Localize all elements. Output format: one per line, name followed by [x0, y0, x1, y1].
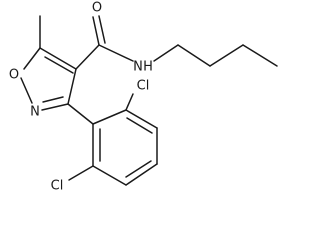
bond-c1-c2	[177, 44, 211, 67]
atom-chlorine-top: Cl	[137, 79, 150, 94]
bond-c3-n	[41, 103, 69, 111]
atom-chlorine-bottom: Cl	[51, 179, 64, 194]
bond-ph6-cl	[68, 165, 94, 181]
bond-n-o	[20, 77, 33, 104]
bond-c3-c4	[242, 44, 278, 67]
bond-n-c1	[153, 44, 179, 62]
bond-ph4-ph5-inner	[125, 160, 152, 178]
atom-nitrogen-amide: N	[133, 60, 143, 75]
atom-hydrogen-amide: H	[143, 60, 153, 75]
atom-labels: O N O N H Cl Cl	[9, 1, 153, 194]
bond-c4-carbonyl	[75, 44, 100, 70]
bond-ph2-cl	[125, 93, 134, 111]
bond-ph4-ph5	[125, 163, 158, 186]
bond-ph2-ph3-inner	[126, 117, 153, 134]
bond-o-c5	[23, 47, 41, 70]
bond-ph2-ph3	[125, 109, 158, 129]
bond-carbonyl-n	[98, 44, 134, 62]
atom-oxygen-carbonyl: O	[92, 1, 102, 16]
bond-c3-n-inner	[42, 96, 64, 103]
bond-lines	[20, 15, 278, 186]
bond-ph1-ph2	[92, 109, 127, 125]
bond-c2-c3	[209, 44, 244, 67]
atom-oxygen-ring: O	[9, 68, 19, 83]
bond-carbonyl-o-inner	[98, 15, 106, 44]
atom-nitrogen-ring: N	[30, 105, 40, 120]
bond-carbonyl-o	[92, 16, 100, 46]
molecule-structure: O N O N H Cl Cl	[9, 1, 278, 194]
bond-c4-c3	[67, 68, 77, 105]
bond-ph5-ph6	[92, 165, 127, 186]
bond-c5-c4	[39, 47, 77, 70]
bond-c3-phenyl	[67, 103, 94, 125]
bond-c5-c4-inner	[44, 56, 74, 74]
